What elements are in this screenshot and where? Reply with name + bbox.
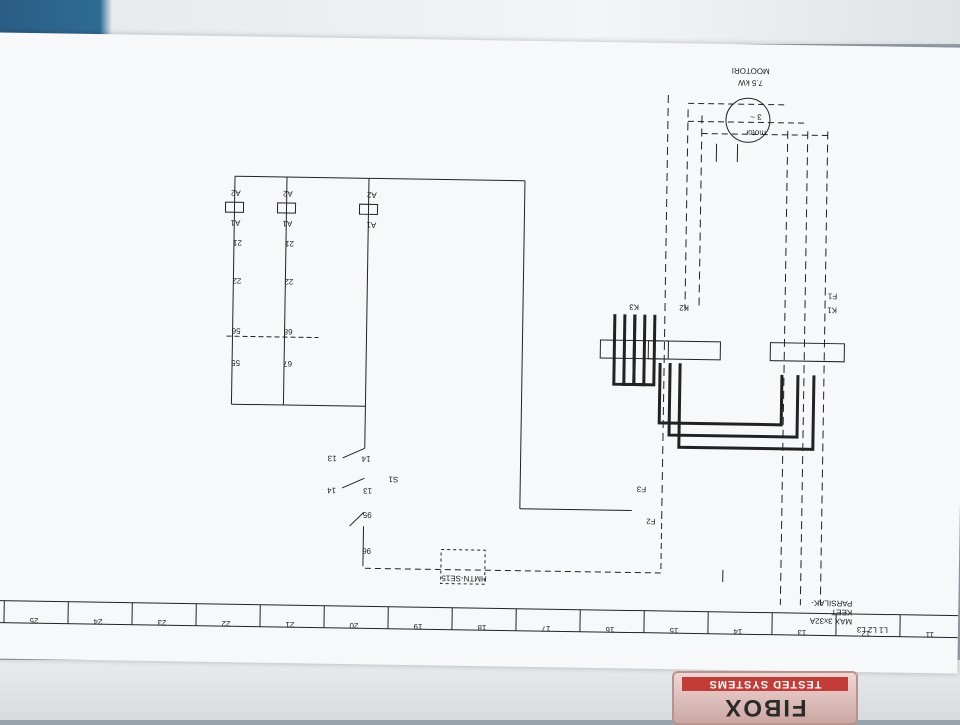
ruler-number: 17 bbox=[541, 624, 551, 633]
k2-contact-21: 21 bbox=[284, 239, 294, 248]
k2-label: K2 bbox=[679, 303, 689, 312]
ruler-number: 22 bbox=[221, 619, 231, 628]
ruler-number: 11 bbox=[925, 630, 934, 639]
contact-13-b: 13 bbox=[363, 486, 373, 495]
ruler-number: 18 bbox=[477, 623, 487, 632]
contactor-k1 bbox=[770, 343, 844, 362]
ruler-ticks bbox=[4, 601, 900, 637]
f1-label: F1 bbox=[827, 292, 837, 301]
heavy-power-wires bbox=[613, 314, 815, 449]
control-return-wire bbox=[520, 509, 632, 511]
control-top-wire bbox=[369, 178, 525, 180]
branch-k1 bbox=[365, 178, 369, 448]
supply-l1 bbox=[780, 131, 787, 605]
supply-rating: MAX 3x32A bbox=[809, 616, 852, 626]
ruler-number: 20 bbox=[349, 621, 359, 630]
ruler-number: 16 bbox=[605, 625, 615, 634]
motor-v-wire bbox=[688, 121, 808, 123]
k2-l1-wire bbox=[685, 109, 688, 309]
interlock-link bbox=[227, 336, 319, 337]
fibox-brand: FIBOX bbox=[680, 693, 850, 721]
motor-u-wire bbox=[688, 103, 788, 105]
k1-hold-contact bbox=[342, 478, 364, 488]
branch-k3 bbox=[231, 176, 235, 404]
timer-label: HMTN-SE15 bbox=[441, 574, 487, 584]
ruler-number: 23 bbox=[157, 618, 167, 627]
contactor-k2 bbox=[648, 341, 720, 360]
ruler-number: 24 bbox=[93, 617, 103, 626]
k3-contact-21: 21 bbox=[232, 238, 242, 247]
s1-switch bbox=[343, 448, 365, 458]
supply-l3 bbox=[820, 132, 827, 606]
wiring-diagram: MOOTORI 7.5 kW 3 ~ motor PARSILAK- KEET … bbox=[0, 33, 960, 674]
motor-symbol: 3 ~ bbox=[750, 112, 762, 121]
schematic-sheet: MOOTORI 7.5 kW 3 ~ motor PARSILAK- KEET … bbox=[0, 33, 960, 674]
ruler-number: 15 bbox=[669, 626, 679, 635]
control-coil-bus bbox=[235, 176, 369, 178]
coil-k3-a1: A1 bbox=[230, 218, 240, 227]
motor-label: motor bbox=[745, 128, 766, 137]
supply-line2: KEET bbox=[831, 608, 852, 617]
k2-contact-22: 22 bbox=[284, 277, 294, 286]
contact-56: 56 bbox=[231, 326, 241, 335]
pe-wire bbox=[662, 95, 669, 523]
ruler-number: 13 bbox=[797, 628, 807, 637]
motor-title: MOOTORI bbox=[732, 66, 770, 76]
contact-68: 68 bbox=[283, 327, 293, 336]
fibox-label: TESTED SYSTEMS FIBOX bbox=[672, 671, 858, 725]
k2-l2-wire bbox=[699, 116, 702, 310]
f3-label: F3 bbox=[636, 485, 646, 494]
coil-k1-a1: A1 bbox=[366, 220, 376, 229]
control-right-wire bbox=[520, 181, 525, 509]
contact-95: 95 bbox=[362, 510, 372, 519]
supply-phases: L1 L2 L3 bbox=[856, 625, 888, 634]
control-lower-bus bbox=[231, 404, 365, 406]
contact-14-b: 14 bbox=[327, 486, 337, 495]
ruler-number: 19 bbox=[413, 622, 423, 631]
f1-contact bbox=[350, 512, 364, 526]
k1-label: K1 bbox=[827, 306, 837, 315]
ruler-number: 25 bbox=[29, 616, 39, 625]
ruler-number: 12 bbox=[861, 629, 871, 638]
k3-contact-22: 22 bbox=[232, 276, 242, 285]
s1-label: S1 bbox=[388, 475, 398, 484]
motor-power: 7.5 kW bbox=[738, 78, 763, 87]
ruler-number: 14 bbox=[733, 627, 743, 636]
contact-13: 13 bbox=[327, 454, 337, 463]
k3-label: K3 bbox=[629, 302, 639, 311]
ruler-labels: 11 12 13 14 15 16 17 18 19 20 21 22 23 24 25 bbox=[29, 616, 934, 639]
fibox-badge: TESTED SYSTEMS bbox=[682, 677, 848, 691]
contact-96: 96 bbox=[362, 546, 372, 555]
contact-55: 55 bbox=[231, 358, 241, 367]
coil-k1-a2: A2 bbox=[366, 190, 376, 199]
supply-title: PARSILAK- bbox=[811, 598, 853, 608]
branch-k2 bbox=[283, 177, 287, 405]
coil-k3-a2: A2 bbox=[230, 188, 240, 197]
coil-k2-a1: A1 bbox=[282, 219, 292, 228]
coil-k2-a2: A2 bbox=[282, 189, 292, 198]
timer-dashed-wire bbox=[363, 518, 662, 573]
supply-l2 bbox=[800, 131, 807, 605]
f2-label: F2 bbox=[646, 517, 656, 526]
ruler-number: 21 bbox=[285, 620, 295, 629]
contact-14: 14 bbox=[361, 454, 371, 463]
contact-67: 67 bbox=[283, 359, 293, 368]
